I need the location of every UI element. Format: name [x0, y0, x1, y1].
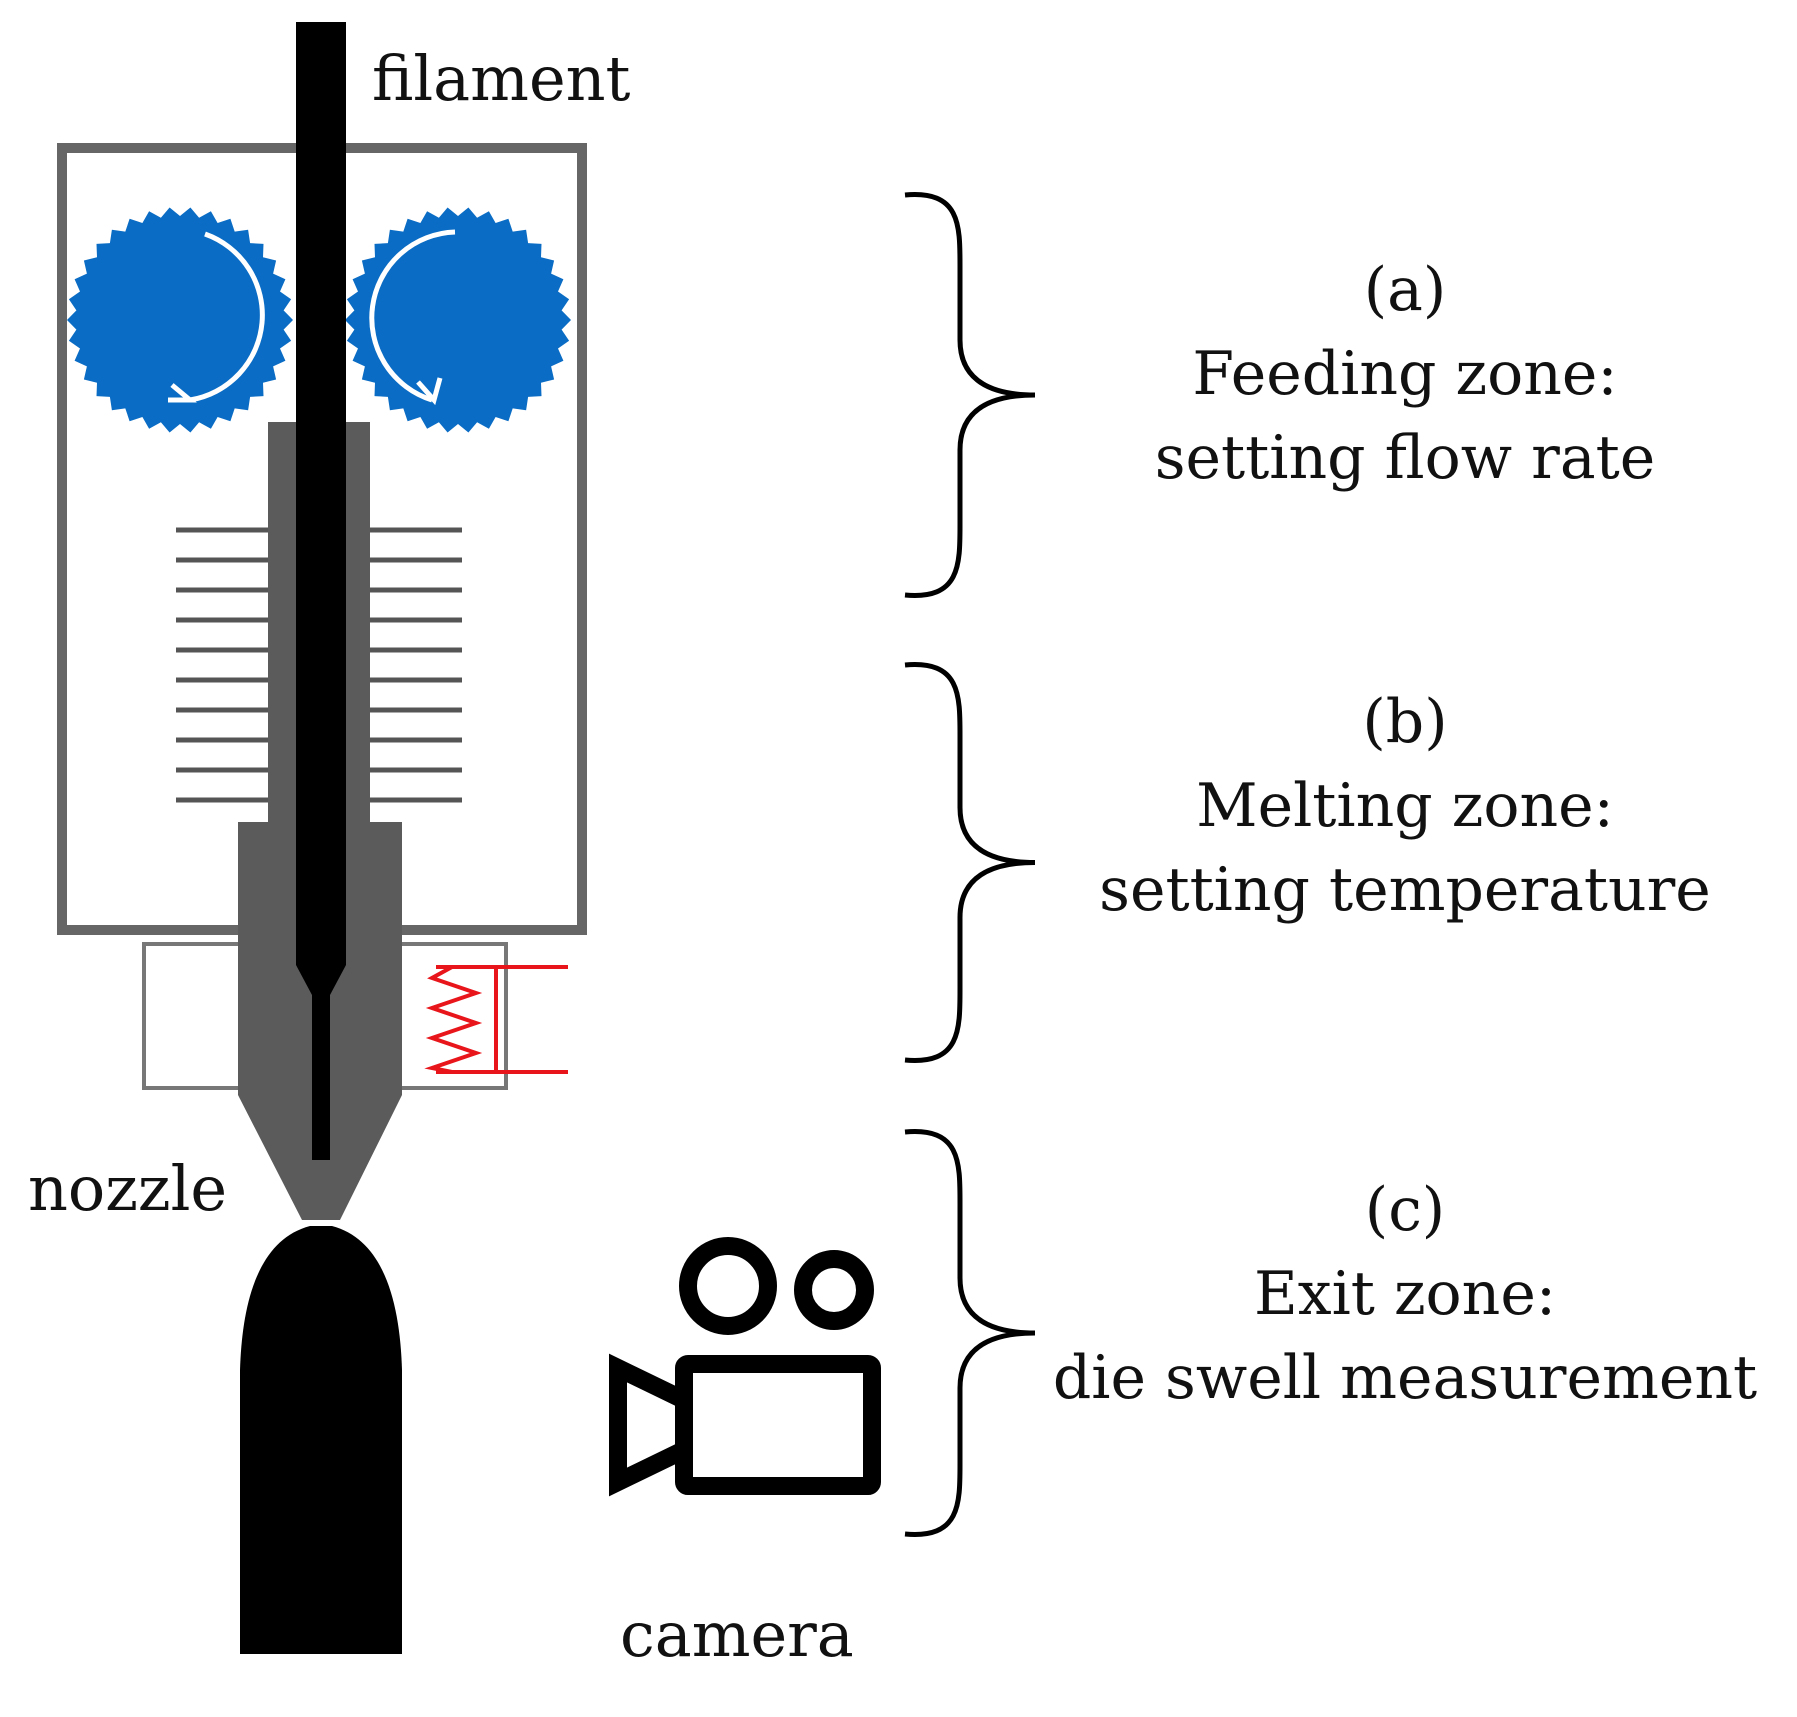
nozzle-label: nozzle [28, 1152, 227, 1225]
brace-c [904, 1129, 1036, 1537]
filament-label: filament [372, 42, 631, 115]
brace-a [904, 192, 1036, 598]
zone-a-title: Feeding zone: [1192, 339, 1617, 409]
zone-b-desc: setting temperature [1099, 855, 1711, 925]
zone-c-desc: die swell measurement [1053, 1343, 1757, 1413]
camera-icon [609, 1237, 881, 1497]
zone-a-desc: setting flow rate [1155, 423, 1655, 493]
camera-label: camera [620, 1598, 854, 1671]
extruded-strand [240, 1226, 402, 1654]
zone-a-tag: (a) [1364, 255, 1447, 325]
right-drive-gear [345, 207, 571, 433]
filament [296, 22, 346, 1160]
heater-coil [424, 965, 568, 1074]
left-drive-gear [67, 207, 293, 433]
zone-b-title: Melting zone: [1196, 771, 1614, 841]
heatsink-fins [176, 527, 462, 803]
zone-c-title: Exit zone: [1254, 1259, 1556, 1329]
zone-b-tag: (b) [1362, 687, 1447, 757]
zone-c-tag: (c) [1365, 1175, 1445, 1245]
brace-b [904, 662, 1036, 1063]
